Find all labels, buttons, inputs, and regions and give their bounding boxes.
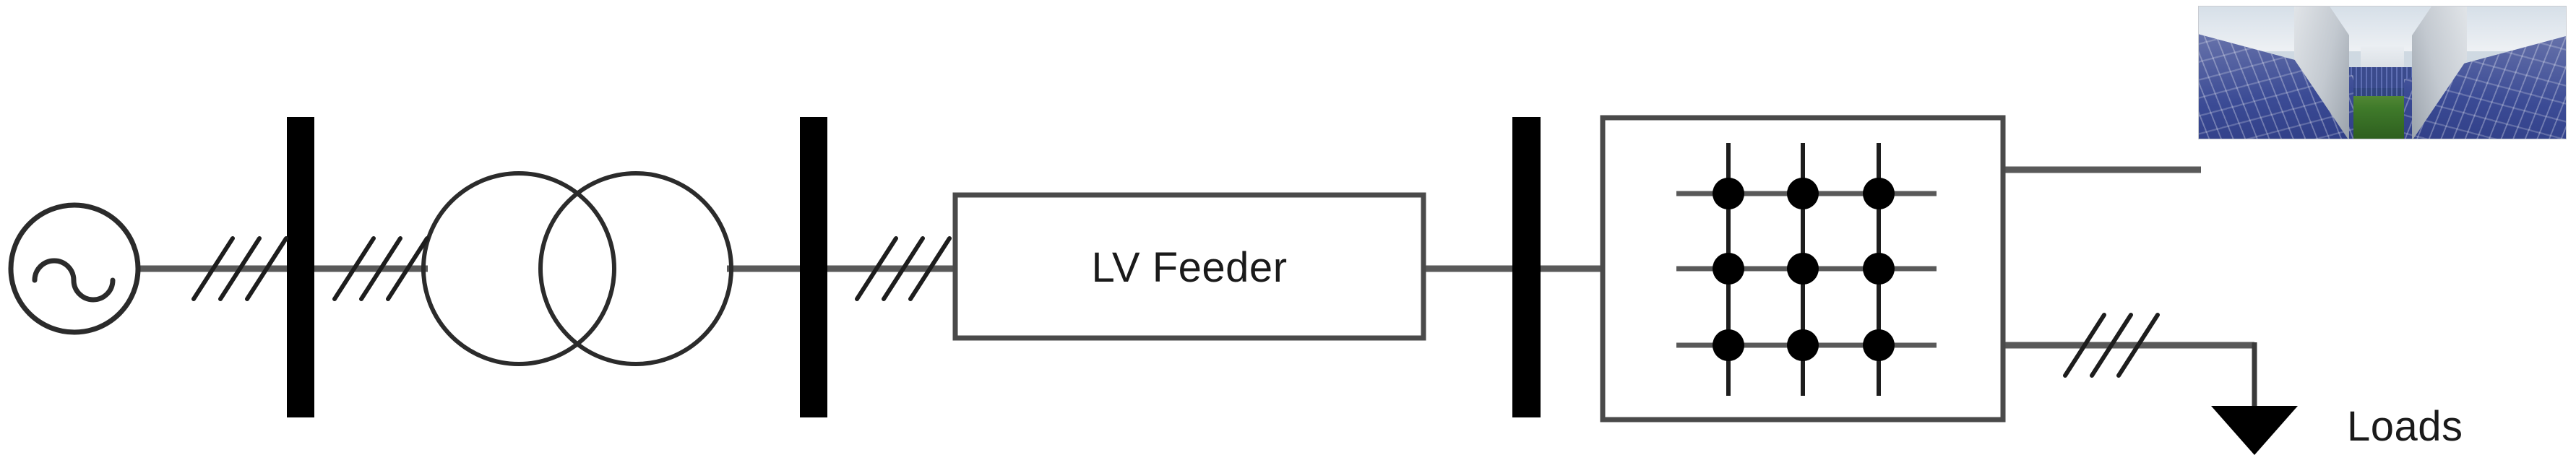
- mesh-node-r1c1: [1713, 178, 1744, 209]
- load-triangle-icon: [2211, 406, 2298, 455]
- transformer-primary-winding-icon: [421, 171, 616, 366]
- mesh-node-r2c3: [1863, 253, 1895, 285]
- two-winding-transformer-symbol: [421, 171, 733, 366]
- hv-busbar: [287, 117, 314, 417]
- mesh-node-r2c1: [1713, 253, 1744, 285]
- mesh-node-r1c2: [1787, 178, 1819, 209]
- feeder-end-busbar: [1512, 117, 1541, 417]
- three-phase-ticks-bus2-feeder: [855, 236, 952, 301]
- mesh-nodes: [1713, 178, 1895, 361]
- connection-lines: [138, 166, 2254, 349]
- lv-busbar: [800, 117, 827, 417]
- three-phase-tick-marks: [191, 236, 2160, 378]
- mesh-node-r1c3: [1863, 178, 1895, 209]
- ac-source-outline: [8, 202, 141, 335]
- distribution-network-block: [1600, 115, 2006, 422]
- mesh-node-r2c2: [1787, 253, 1819, 285]
- pv-photo-sky: [2199, 6, 2566, 52]
- busbars: [287, 117, 1541, 417]
- mesh-node-r3c1: [1713, 329, 1744, 361]
- three-phase-ticks-network-loads: [2063, 313, 2160, 378]
- mesh-node-r3c2: [1787, 329, 1819, 361]
- lv-feeder-box: [952, 192, 1426, 341]
- three-phase-ticks-source-bus1: [191, 236, 288, 301]
- sine-wave-icon: [32, 258, 116, 303]
- three-phase-ticks-bus1-transformer: [332, 236, 429, 301]
- loads-label: Loads: [2347, 403, 2463, 450]
- lv-feeder-label: LV Feeder: [1091, 244, 1288, 291]
- ac-source-symbol: [8, 202, 141, 335]
- mesh-node-r3c3: [1863, 329, 1895, 361]
- solar-pv-plant-photo: [2198, 6, 2567, 139]
- transformer-secondary-winding-icon: [538, 171, 733, 366]
